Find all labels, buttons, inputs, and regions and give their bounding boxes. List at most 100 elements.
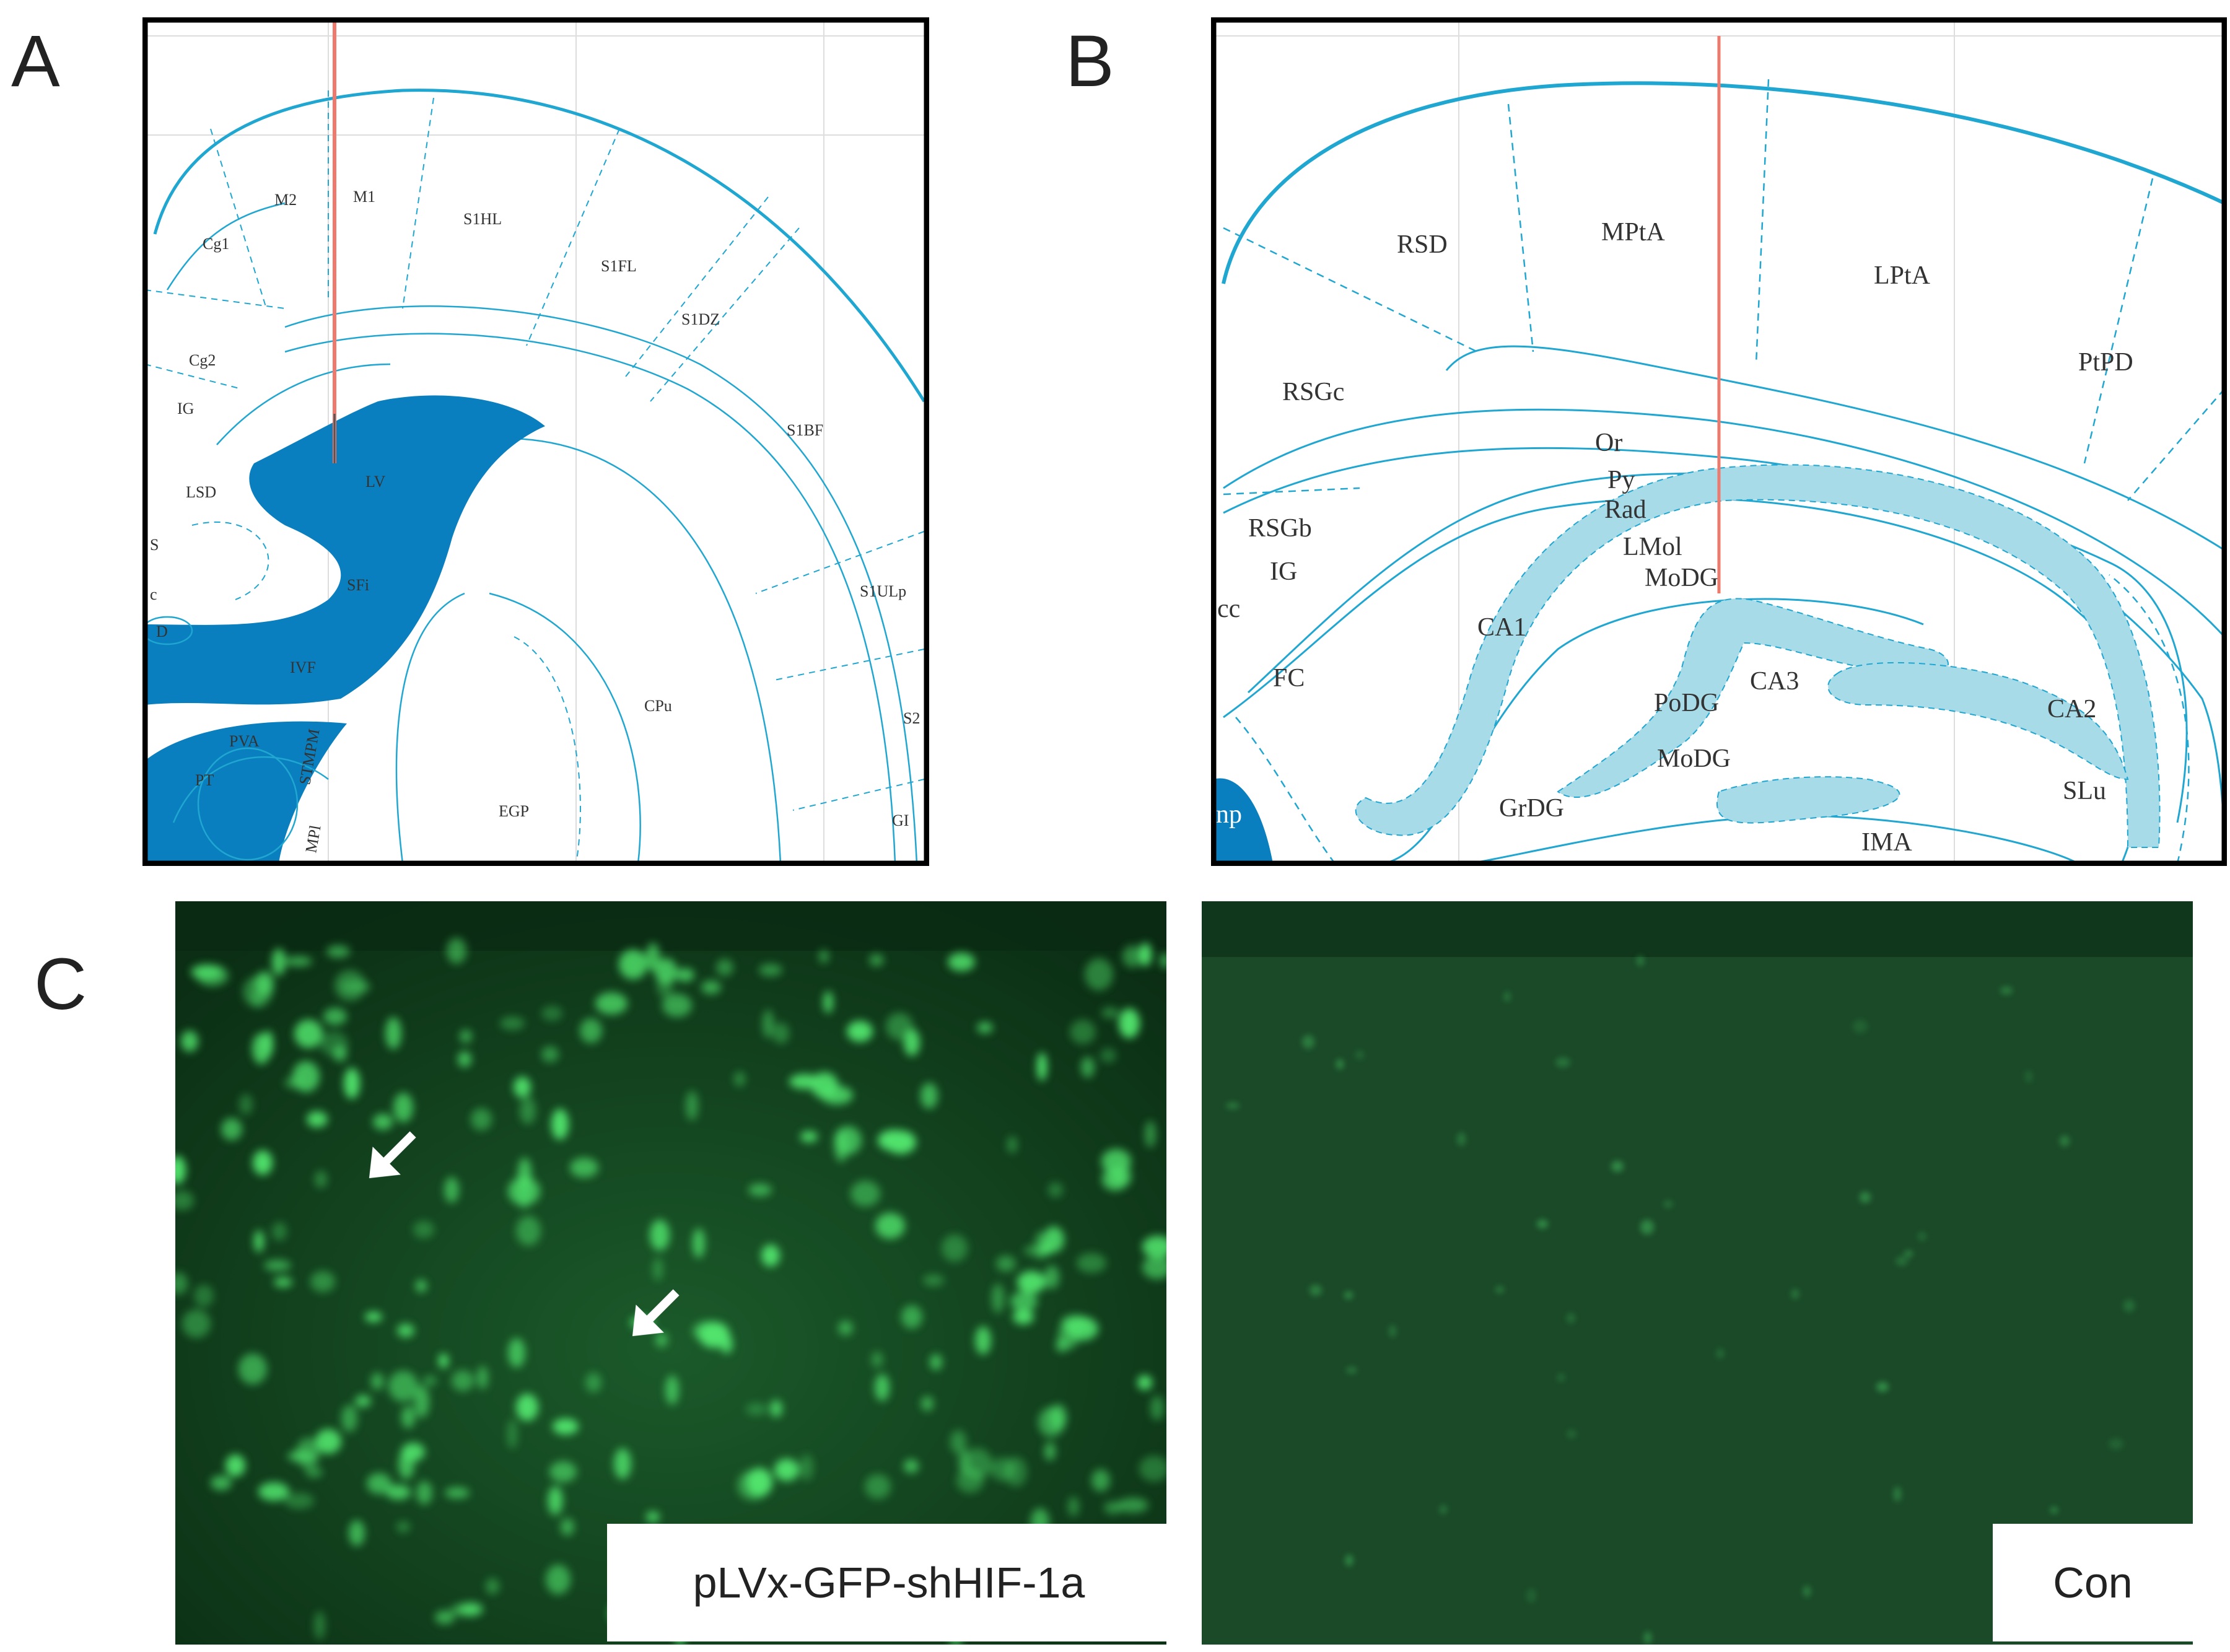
- gfp-cell: [1904, 1251, 1913, 1257]
- arrow-icon-lower: [632, 1289, 680, 1337]
- gfp-cell: [1537, 1220, 1548, 1228]
- gfp-cell: [570, 1158, 598, 1178]
- gfp-cell: [349, 1520, 365, 1546]
- gfp-cell: [341, 1405, 357, 1432]
- gfp-cell: [1876, 1382, 1889, 1392]
- gfp-cell: [500, 1016, 525, 1030]
- gfp-cell: [341, 981, 371, 993]
- label-rad: Rad: [1604, 496, 1646, 524]
- label-s2: S2: [903, 709, 920, 727]
- gfp-cell: [595, 992, 627, 1015]
- gfp-cell: [284, 1493, 314, 1509]
- gfp-cell: [294, 1020, 323, 1048]
- gfp-cell: [977, 1022, 993, 1033]
- gfp-cell: [920, 1083, 938, 1109]
- gfp-cell: [516, 1216, 541, 1246]
- gfp-cell: [272, 1222, 287, 1241]
- label-modg-top: MoDG: [1645, 564, 1718, 592]
- label-con: Con: [1993, 1524, 2193, 1641]
- gfp-cell: [253, 1150, 273, 1175]
- gfp-cell: [460, 1029, 472, 1043]
- gfp-cell: [1344, 1291, 1353, 1299]
- gfp-cell: [821, 1086, 853, 1104]
- gfp-cell: [1117, 1498, 1148, 1513]
- gfp-cell: [296, 1438, 320, 1469]
- gfp-cell: [1346, 1367, 1357, 1373]
- gfp-cell: [344, 1068, 360, 1099]
- gfp-cell: [1495, 1287, 1504, 1293]
- gfp-cell: [1526, 1588, 1536, 1603]
- gfp-cell: [414, 1386, 429, 1418]
- gfp-cell: [850, 1181, 880, 1207]
- label-np: np: [1216, 800, 1242, 829]
- gfp-cell: [819, 950, 829, 963]
- gfp-cell: [823, 991, 833, 1013]
- gfp-cell: [451, 1604, 478, 1616]
- panel-c-right-micrograph: [1202, 901, 2193, 1645]
- gfp-cell: [646, 943, 660, 971]
- label-grdg: GrDG: [1499, 794, 1564, 823]
- label-ima: IMA: [1861, 828, 1912, 857]
- gfp-cell: [1791, 1289, 1799, 1299]
- gfp-cell: [221, 1118, 242, 1140]
- gfp-cell: [734, 1072, 745, 1086]
- gfp-cell: [763, 1010, 774, 1038]
- gfp-cell: [2050, 1507, 2058, 1513]
- gfp-cell: [948, 953, 975, 971]
- gfp-cell: [904, 1459, 919, 1473]
- gfp-cell: [1567, 1430, 1576, 1438]
- gfp-cell: [886, 1013, 913, 1040]
- gfp-cell: [1101, 1149, 1131, 1174]
- gfp-cell: [992, 1283, 1004, 1313]
- gfp-cell: [416, 1481, 432, 1505]
- gfp-cell: [950, 1430, 966, 1454]
- gfp-cell: [614, 1448, 631, 1479]
- gfp-cell: [693, 1228, 705, 1258]
- gfp-cell: [1100, 1048, 1116, 1063]
- gfp-cell: [263, 1031, 273, 1057]
- label-ig: IG: [177, 400, 194, 417]
- gfp-cell: [435, 1610, 455, 1624]
- gfp-cell: [2025, 1070, 2032, 1083]
- gfp-cell: [1044, 1265, 1059, 1289]
- gfp-cell: [445, 1487, 470, 1498]
- label-mpta: MPtA: [1601, 218, 1665, 247]
- gfp-cell: [1860, 1192, 1871, 1203]
- gfp-cell: [1345, 1555, 1353, 1566]
- gfp-cell: [1150, 1396, 1164, 1420]
- gfp-cell: [371, 1373, 383, 1390]
- label-s1ulp: S1ULp: [860, 582, 906, 600]
- gfp-cell: [1504, 992, 1510, 1002]
- arrow-icons: [369, 1131, 680, 1337]
- gfp-cell: [1637, 956, 1643, 966]
- gfp-cell: [1853, 1020, 1868, 1033]
- gfp-cell: [1918, 1232, 1926, 1241]
- label-ca2: CA2: [2047, 695, 2096, 723]
- gfp-cell: [452, 1370, 474, 1391]
- label-c: c: [150, 585, 157, 603]
- gfp-cell: [388, 1371, 418, 1402]
- gfp-cell: [1024, 1246, 1043, 1256]
- gfp-cell: [1145, 1121, 1156, 1148]
- gfp-cell: [397, 1324, 414, 1337]
- gfp-cell: [243, 976, 273, 1007]
- gfp-cell: [701, 981, 721, 994]
- gfp-cell: [386, 1485, 411, 1500]
- label-s1bf: S1BF: [787, 421, 823, 439]
- gfp-cell: [1336, 1059, 1344, 1069]
- panel-letter-b: B: [1065, 20, 1114, 102]
- gfp-cell: [2060, 1135, 2070, 1147]
- gfp-cell: [1611, 1161, 1624, 1172]
- gfp-cell: [416, 1280, 427, 1292]
- gfp-cell: [507, 1419, 517, 1449]
- gfp-cell: [676, 968, 694, 982]
- gfp-cell: [314, 1611, 325, 1640]
- gfp-cell: [1085, 958, 1113, 990]
- label-egp: EGP: [499, 802, 529, 820]
- gfp-cell: [1091, 1469, 1110, 1492]
- gfp-cell: [413, 1221, 434, 1238]
- gfp-cell: [373, 1114, 393, 1130]
- gfp-cell: [746, 1403, 767, 1415]
- gfp-cell: [541, 1006, 562, 1021]
- gfp-cell: [225, 1454, 245, 1477]
